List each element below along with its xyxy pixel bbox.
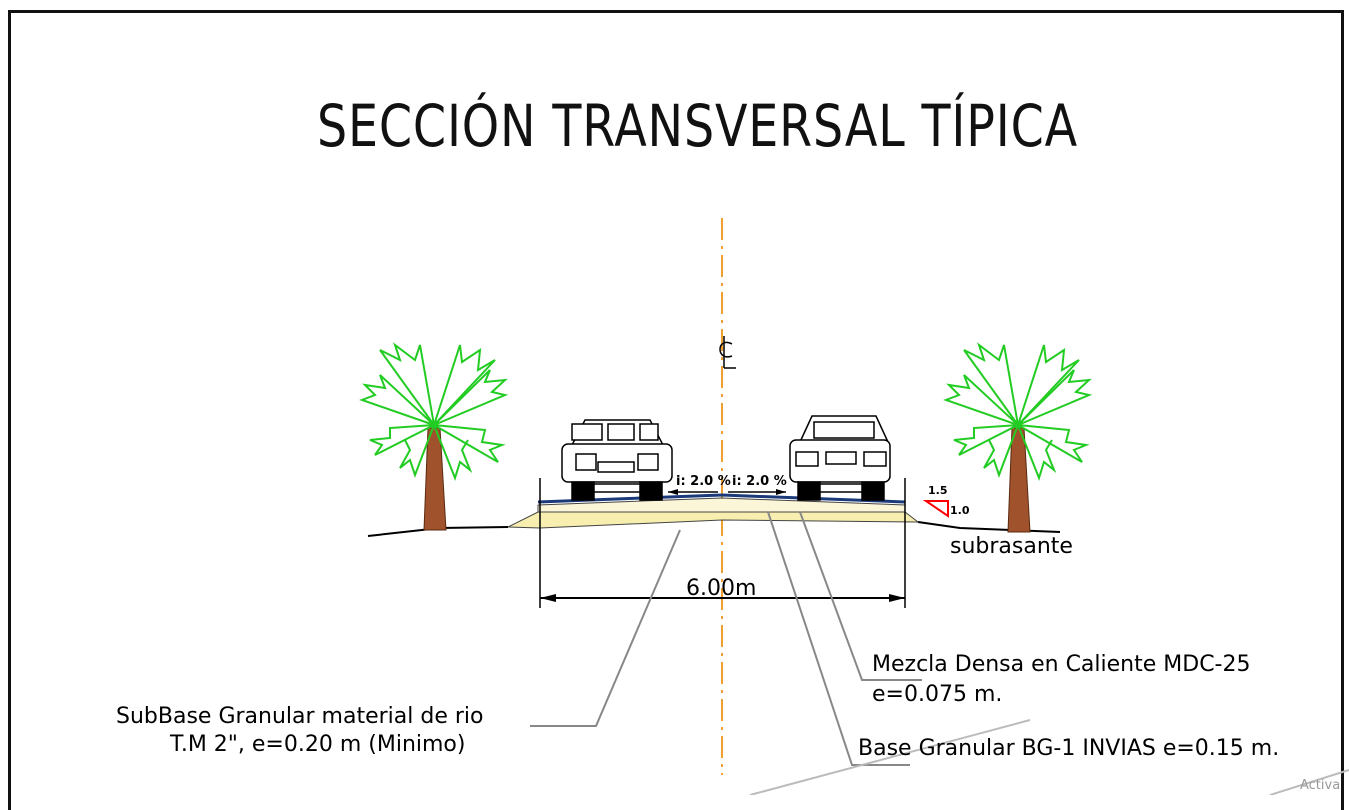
mezcla-label-line1: Mezcla Densa en Caliente MDC-25 [872,652,1251,677]
slope-ratio-v: 1.0 [950,504,970,517]
car-right [789,415,891,501]
slope-ratio-h: 1.5 [928,484,948,497]
subbase-label-line1: SubBase Granular material de rio [116,704,484,729]
activation-watermark: Activa [1300,778,1341,793]
palm-tree-right [943,342,1093,533]
leader-subbase [530,529,681,727]
subbase-label-line2: T.M 2", e=0.20 m (Minimo) [170,732,466,757]
centerline-symbol [719,336,736,369]
leader-base [767,511,910,766]
car-left [561,419,673,501]
ground-line-right [917,521,1061,533]
mezcla-label-line2: e=0.075 m. [872,682,1003,707]
leader-mezcla [799,511,922,681]
subbase-layer [507,511,920,529]
slope-label-right: i: 2.0 % [732,474,787,489]
palm-tree-left [359,342,509,531]
drawing-frame [8,10,1344,810]
slope-triangle [922,500,949,518]
width-dimension-label: 6.00m [686,576,757,601]
slope-label-left: i: 2.0 % [676,474,731,489]
drawing-title: SECCIÓN TRANSVERSAL TÍPICA [317,92,1078,160]
asphalt-layer [537,493,906,504]
subrasante-label: subrasante [950,534,1073,559]
base-label: Base Granular BG-1 INVIAS e=0.15 m. [858,736,1280,761]
